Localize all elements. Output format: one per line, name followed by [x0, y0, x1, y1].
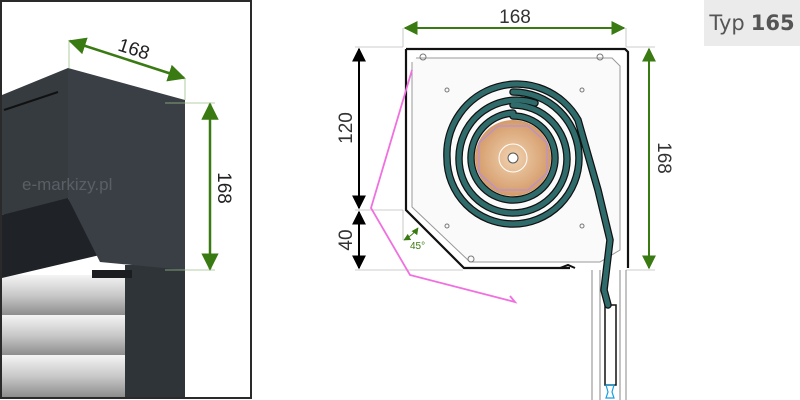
- guide-rail-section: [591, 270, 627, 400]
- angle-arc: [403, 227, 419, 241]
- bottom-slat: [604, 304, 617, 386]
- spring-hook: [370, 69, 518, 304]
- shutter-curtain: [2, 275, 127, 397]
- type-prefix: Typ: [709, 11, 745, 35]
- photo-height-label: 168: [213, 172, 234, 204]
- angle-label: 45°: [410, 241, 425, 252]
- watermark: e-markizy.pl: [22, 175, 112, 194]
- depth-dimension-arrow: [68, 37, 186, 82]
- height-label: 168: [653, 142, 674, 174]
- product-photo: e-markizy.pl 168 168: [0, 0, 252, 399]
- box-underside: [2, 198, 100, 278]
- guide-rail: [125, 265, 185, 397]
- cross-section-drawing: 168 168 120 40 45°: [336, 7, 674, 400]
- lower-label: 40: [336, 229, 357, 250]
- width-label: 168: [499, 7, 531, 28]
- type-badge: Typ 165: [704, 0, 800, 46]
- box-housing: [404, 47, 630, 270]
- box-front: [68, 68, 185, 270]
- type-number: 165: [750, 11, 795, 35]
- upper-label: 120: [336, 112, 357, 144]
- seal: [605, 384, 615, 399]
